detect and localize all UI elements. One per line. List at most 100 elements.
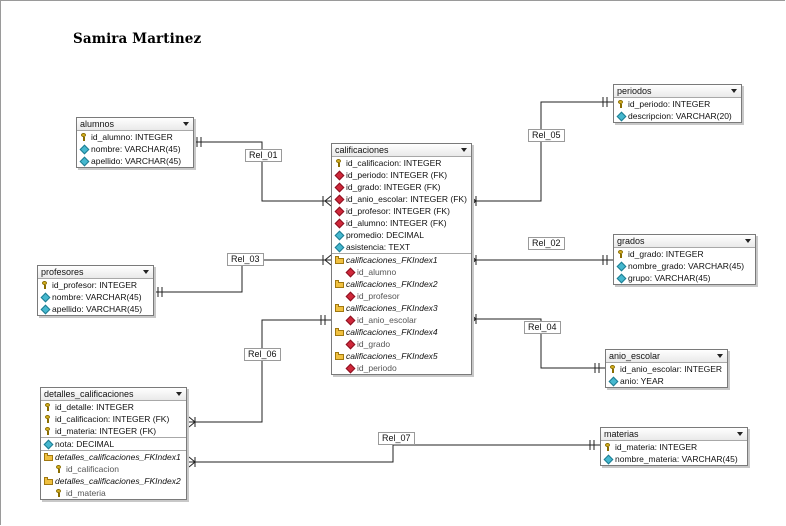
foreign-key-diamond-icon [335, 183, 343, 191]
table-header[interactable]: profesores [38, 266, 153, 279]
column-row[interactable]: id_materia [41, 487, 186, 499]
table-header[interactable]: alumnos [77, 118, 193, 131]
row-text: apellido: VARCHAR(45) [91, 156, 182, 166]
column-row[interactable]: grupo: VARCHAR(45) [614, 272, 755, 284]
column-row[interactable]: nombre_grado: VARCHAR(45) [614, 260, 755, 272]
attribute-diamond-icon [80, 145, 88, 153]
column-row[interactable]: descripcion: VARCHAR(20) [614, 110, 741, 122]
index-row[interactable]: calificaciones_FKIndex4 [332, 326, 471, 338]
table-header[interactable]: grados [614, 235, 755, 248]
column-row[interactable]: id_profesor [332, 290, 471, 302]
column-row[interactable]: nombre: VARCHAR(45) [77, 143, 193, 155]
column-row[interactable]: id_anio_escolar [332, 314, 471, 326]
row-text: id_profesor: INTEGER [52, 280, 138, 290]
primary-key-icon [55, 489, 63, 497]
column-row[interactable]: nombre_materia: VARCHAR(45) [601, 453, 747, 465]
column-row[interactable]: id_materia: INTEGER (FK) [41, 425, 186, 437]
dropdown-arrow-icon[interactable] [717, 354, 723, 358]
column-row[interactable]: nota: DECIMAL [41, 437, 186, 450]
column-row[interactable]: id_profesor: INTEGER [38, 279, 153, 291]
column-row[interactable]: id_calificacion: INTEGER (FK) [41, 413, 186, 425]
rel-01-label: Rel_01 [245, 149, 282, 162]
index-folder-icon [335, 304, 344, 312]
dropdown-arrow-icon[interactable] [176, 392, 182, 396]
dropdown-arrow-icon[interactable] [745, 239, 751, 243]
column-row[interactable]: anio: YEAR [606, 375, 727, 387]
column-row[interactable]: id_grado [332, 338, 471, 350]
attribute-diamond-icon [44, 440, 52, 448]
index-row[interactable]: detalles_calificaciones_FKIndex2 [41, 475, 186, 487]
row-text: id_materia [66, 488, 106, 498]
column-row[interactable]: id_materia: INTEGER [601, 441, 747, 453]
column-row[interactable]: id_periodo [332, 362, 471, 374]
attribute-diamond-icon [41, 305, 49, 313]
table-header[interactable]: anio_escolar [606, 350, 727, 363]
column-row[interactable]: id_grado: INTEGER (FK) [332, 181, 471, 193]
column-row[interactable]: apellido: VARCHAR(45) [38, 303, 153, 315]
column-row[interactable]: id_alumno [332, 266, 471, 278]
rel-05-label: Rel_05 [528, 129, 565, 142]
dropdown-arrow-icon[interactable] [143, 270, 149, 274]
rel-07-label: Rel_07 [378, 432, 415, 445]
column-row[interactable]: nombre: VARCHAR(45) [38, 291, 153, 303]
column-row[interactable]: promedio: DECIMAL [332, 229, 471, 241]
attribute-diamond-icon [604, 455, 612, 463]
row-text: anio: YEAR [620, 376, 664, 386]
row-text: grupo: VARCHAR(45) [628, 273, 711, 283]
foreign-key-diamond-icon [346, 340, 354, 348]
column-row[interactable]: id_periodo: INTEGER [614, 98, 741, 110]
table-header[interactable]: periodos [614, 85, 741, 98]
row-text: id_alumno: INTEGER (FK) [346, 218, 447, 228]
column-row[interactable]: id_calificacion: INTEGER [332, 157, 471, 169]
column-row[interactable]: id_profesor: INTEGER (FK) [332, 205, 471, 217]
row-text: descripcion: VARCHAR(20) [628, 111, 732, 121]
index-row[interactable]: calificaciones_FKIndex2 [332, 278, 471, 290]
row-text: id_detalle: INTEGER [55, 402, 134, 412]
index-row[interactable]: calificaciones_FKIndex1 [332, 253, 471, 266]
column-row[interactable]: id_anio_escolar: INTEGER [606, 363, 727, 375]
index-row[interactable]: calificaciones_FKIndex5 [332, 350, 471, 362]
attribute-diamond-icon [617, 112, 625, 120]
column-row[interactable]: id_alumno: INTEGER (FK) [332, 217, 471, 229]
column-row[interactable]: id_grado: INTEGER [614, 248, 755, 260]
column-row[interactable]: id_calificacion [41, 463, 186, 475]
row-text: detalles_calificaciones_FKIndex1 [55, 452, 181, 462]
column-row[interactable]: id_anio_escolar: INTEGER (FK) [332, 193, 471, 205]
table-title: periodos [617, 86, 652, 96]
rel-02-label: Rel_02 [528, 237, 565, 250]
column-row[interactable]: id_alumno: INTEGER [77, 131, 193, 143]
table-header[interactable]: calificaciones [332, 144, 471, 157]
column-row[interactable]: asistencia: TEXT [332, 241, 471, 253]
column-row[interactable]: apellido: VARCHAR(45) [77, 155, 193, 167]
primary-key-icon [44, 427, 52, 435]
index-folder-icon [335, 328, 344, 336]
rel-04-label: Rel_04 [524, 321, 561, 334]
column-row[interactable]: id_detalle: INTEGER [41, 401, 186, 413]
primary-key-icon [80, 133, 88, 141]
dropdown-arrow-icon[interactable] [737, 432, 743, 436]
dropdown-arrow-icon[interactable] [731, 89, 737, 93]
row-text: nota: DECIMAL [55, 439, 115, 449]
column-row[interactable]: id_periodo: INTEGER (FK) [332, 169, 471, 181]
index-row[interactable]: detalles_calificaciones_FKIndex1 [41, 450, 186, 463]
row-text: promedio: DECIMAL [346, 230, 424, 240]
foreign-key-diamond-icon [335, 219, 343, 227]
index-folder-icon [335, 280, 344, 288]
row-text: nombre: VARCHAR(45) [91, 144, 181, 154]
dropdown-arrow-icon[interactable] [183, 122, 189, 126]
dropdown-arrow-icon[interactable] [461, 148, 467, 152]
table-header[interactable]: detalles_calificaciones [41, 388, 186, 401]
index-row[interactable]: calificaciones_FKIndex3 [332, 302, 471, 314]
table-header[interactable]: materias [601, 428, 747, 441]
row-text: id_anio_escolar: INTEGER [620, 364, 723, 374]
